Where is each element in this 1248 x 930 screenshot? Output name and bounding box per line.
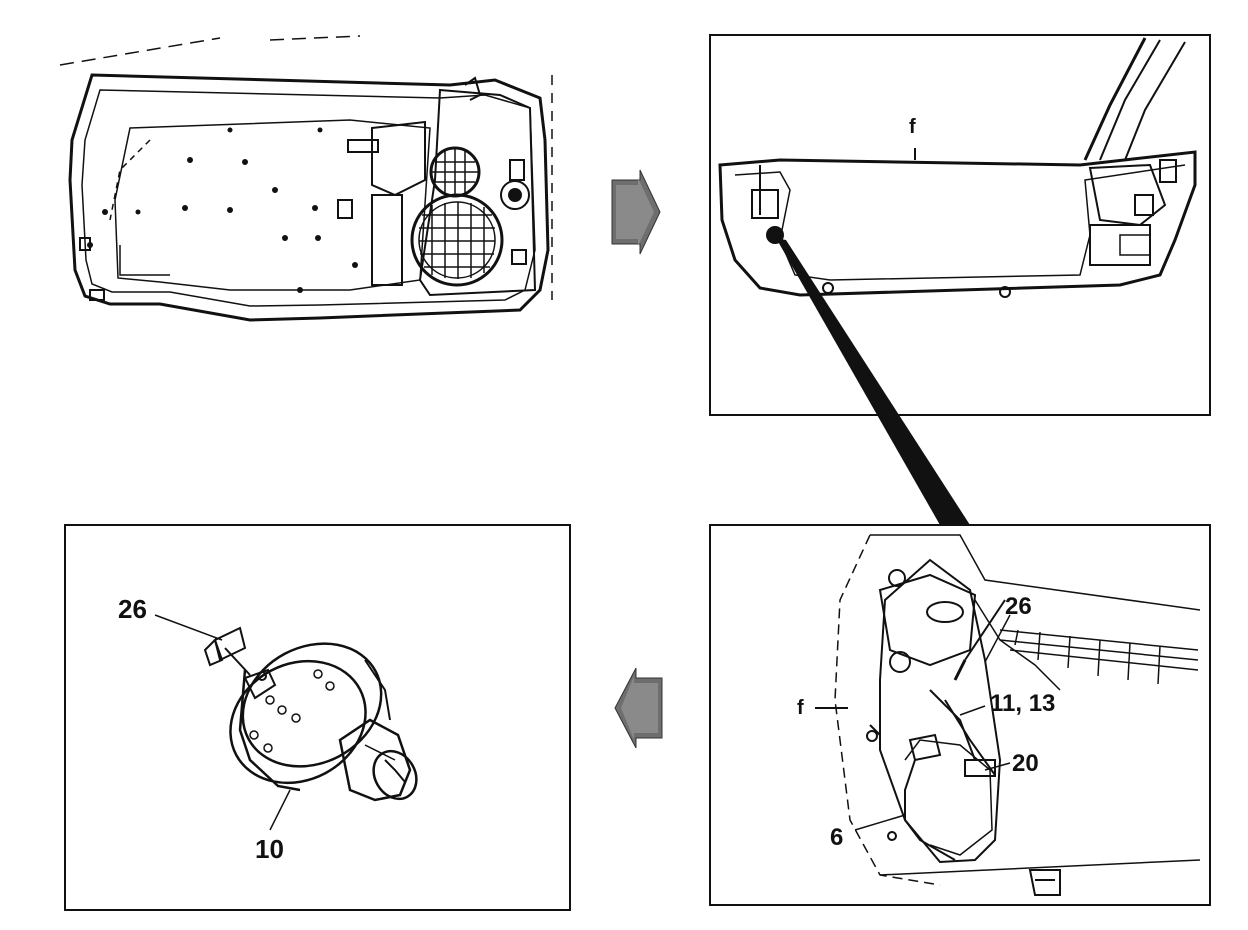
label-6: 6 bbox=[830, 824, 843, 851]
arrow-right-icon bbox=[611, 169, 661, 255]
label-11-13: 11, 13 bbox=[990, 690, 1055, 717]
detail-panel-bottom-right: 26 11, 13 20 6 f bbox=[709, 524, 1211, 906]
label-f-bottom: f bbox=[797, 697, 804, 719]
detail-panel-top-right: f bbox=[709, 34, 1211, 416]
door-panel-overview bbox=[59, 35, 553, 322]
label-26-left: 26 bbox=[118, 594, 147, 624]
label-26-right: 26 bbox=[1005, 593, 1032, 620]
detail-panel-bottom-left: 26 10 bbox=[64, 524, 571, 911]
label-20: 20 bbox=[1012, 750, 1039, 777]
label-f-top: f bbox=[909, 116, 916, 138]
arrow-left-icon bbox=[614, 667, 663, 749]
label-10: 10 bbox=[255, 834, 284, 864]
zoom-callout-pointer bbox=[776, 238, 970, 525]
